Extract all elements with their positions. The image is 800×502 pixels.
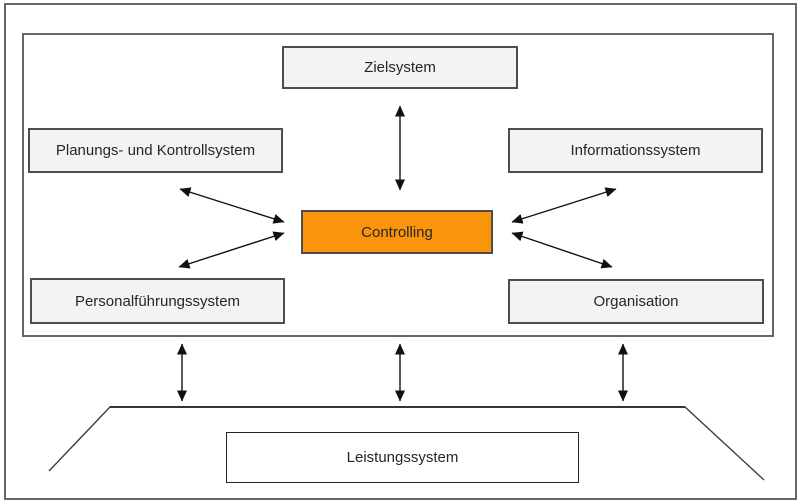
node-organisation-label: Organisation: [593, 293, 679, 310]
node-controlling-label: Controlling: [361, 223, 433, 241]
node-planungs-und-kontrollsystem: Planungs- und Kontrollsystem: [28, 128, 283, 173]
node-zielsystem-label: Zielsystem: [364, 59, 436, 76]
node-zielsystem: Zielsystem: [282, 46, 518, 89]
node-personalfuehrungssystem: Personalführungssystem: [30, 278, 285, 324]
node-personalfuehrungssystem-label: Personalführungssystem: [74, 292, 241, 310]
node-informationssystem: Informationssystem: [508, 128, 763, 173]
node-informationssystem-label: Informationssystem: [570, 142, 701, 159]
inner-frame: [22, 33, 774, 337]
node-leistungssystem-label: Leistungssystem: [346, 449, 459, 466]
node-controlling: Controlling: [301, 210, 493, 254]
outer-frame: [4, 3, 797, 500]
node-leistungssystem: Leistungssystem: [226, 432, 579, 483]
node-planungs-und-kontrollsystem-label: Planungs- und Kontrollsystem: [55, 142, 256, 159]
node-organisation: Organisation: [508, 279, 764, 324]
